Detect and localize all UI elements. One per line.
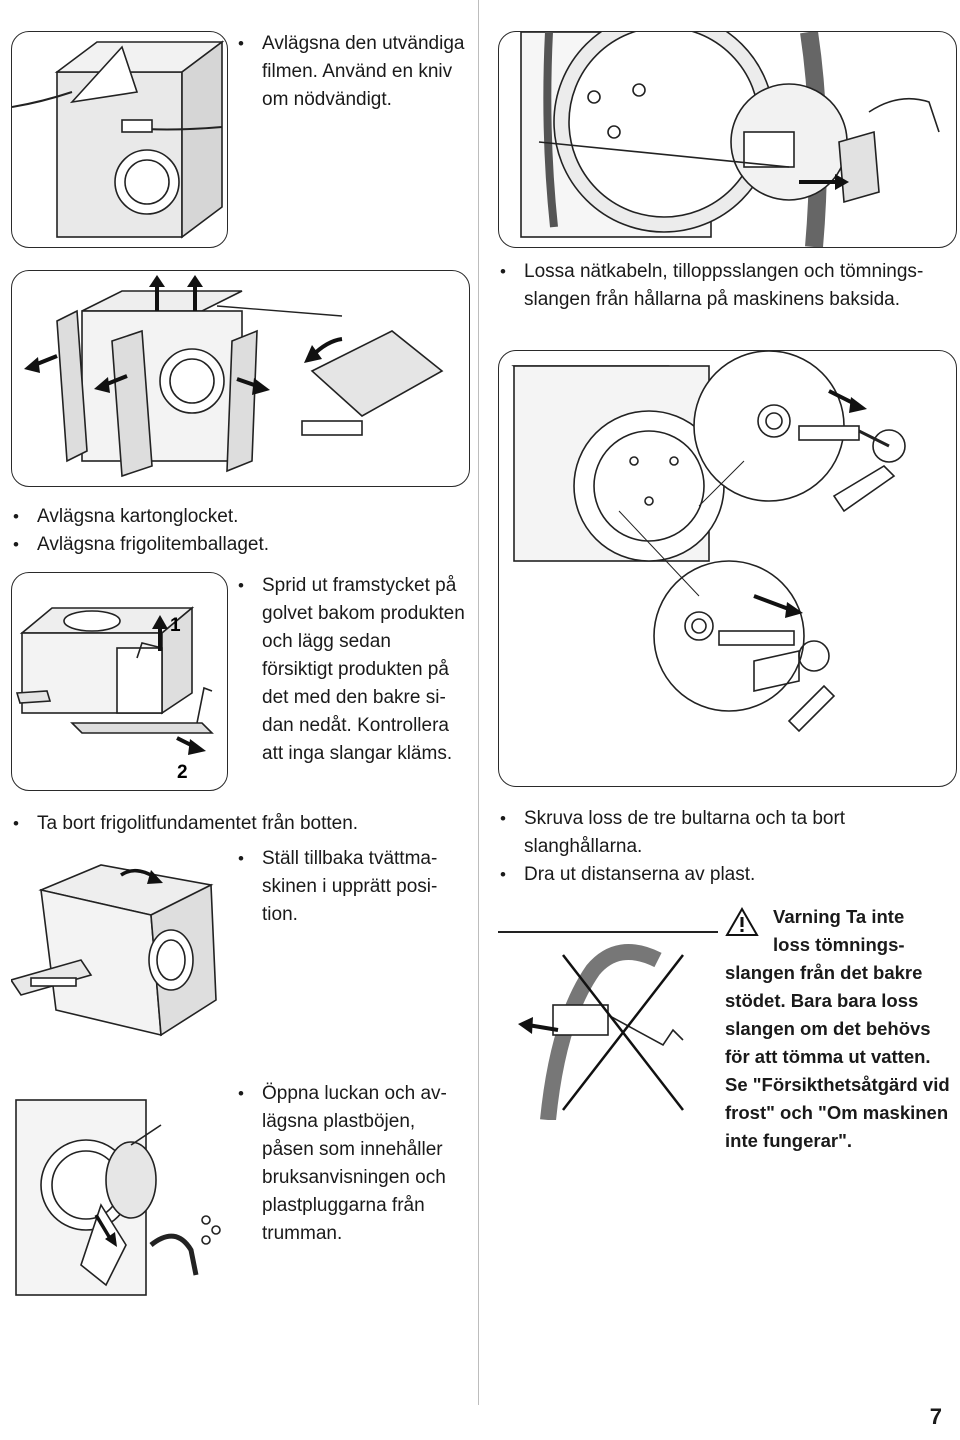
column-divider [478, 0, 479, 1405]
step-label-2: 2 [177, 762, 188, 783]
step-open-door-text: Öppna luckan och av­lägsna plastböjen, p… [236, 1080, 466, 1248]
figure-release-hoses [498, 31, 957, 248]
step-open-door: Öppna luckan och av­lägsna plastböjen, p… [236, 1080, 466, 1248]
figure-unscrew-bolts [498, 350, 957, 787]
step-remove-film: Avlägsna den utvändi­ga filmen. Använd e… [236, 30, 466, 114]
step-remove-film-text: Avlägsna den utvändi­ga filmen. Använd e… [236, 30, 466, 114]
figure-remove-packaging [11, 270, 470, 487]
step-release-hoses: Lossa nätkabeln, tilloppsslangen och töm… [498, 258, 948, 314]
bullet-remove-polystyrene: Avlägsna frigolitemballaget. [11, 531, 471, 559]
warning-title-line2: loss tömnings- [773, 934, 905, 955]
open-door-illustration [15, 1099, 221, 1296]
steps-bolts: Skruva loss de tre bultarna och ta bort … [498, 805, 948, 889]
step-release-hoses-text: Lossa nätkabeln, tilloppsslangen och töm… [498, 258, 948, 314]
warning-block: Varning Ta inte loss tömnings- slangen f… [725, 903, 953, 1155]
page-number: 7 [929, 1404, 942, 1429]
step-unscrew-bolts: Skruva loss de tre bultarna och ta bort … [498, 805, 948, 861]
figure-do-not-remove-hose [498, 920, 718, 1121]
figure-lay-machine-down: 1 2 [11, 572, 228, 791]
figure-upright [9, 850, 226, 1050]
machine-on-back-illustration: 1 2 [15, 606, 214, 783]
warning-body: slangen från det bakre stödet. Bara bara… [725, 962, 950, 1151]
step-label-1: 1 [170, 615, 181, 636]
bullets-remove-lid: Avlägsna kartonglocket. Avlägsna frigoli… [11, 503, 471, 559]
figure-open-door [11, 1085, 226, 1300]
step-remove-base: Ta bort frigolitfundamentet från botten. [11, 810, 471, 838]
bullet-remove-lid: Avlägsna kartonglocket. [11, 503, 471, 531]
step-pull-spacers: Dra ut distanserna av plast. [498, 861, 948, 889]
hose-release-illustration [520, 32, 940, 247]
step-upright: Ställ tillbaka tvättma­skinen i upprätt … [236, 845, 466, 929]
figure-remove-film [11, 31, 228, 248]
crossed-hose-illustration [498, 931, 718, 1121]
step-remove-base-text: Ta bort frigolitfundamentet från botten. [11, 810, 471, 838]
packaging-removal-illustration [24, 275, 444, 478]
step-lay-down: Sprid ut framstycket på golvet bakom pro… [236, 572, 466, 768]
warning-triangle-icon [725, 907, 759, 936]
washing-machine-film-illustration [12, 40, 225, 239]
step-lay-down-text: Sprid ut framstycket på golvet bakom pro… [236, 572, 466, 768]
warning-title-line1: Varning Ta inte [773, 906, 905, 927]
step-upright-text: Ställ tillbaka tvättma­skinen i upprätt … [236, 845, 466, 929]
bolt-removal-illustration [511, 351, 906, 733]
machine-upright-illustration [9, 864, 217, 1037]
